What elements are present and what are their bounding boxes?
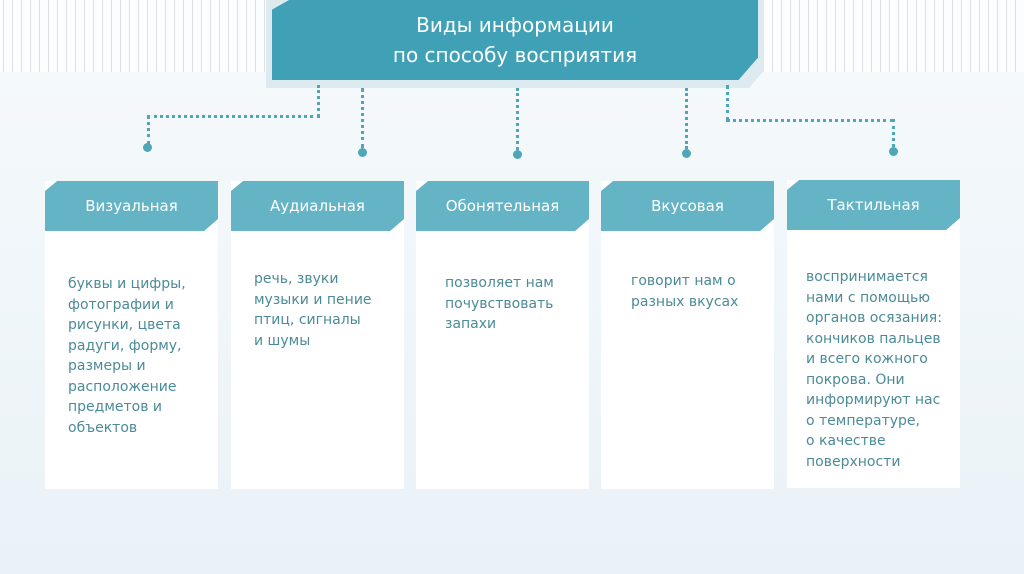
card-audial: Аудиальная речь, звуки музыки и пение пт… [231, 181, 404, 489]
title-line-2: по способу восприятия [392, 43, 638, 67]
card-header: Визуальная [45, 181, 218, 231]
connector [726, 119, 894, 122]
circuit-pattern-right [760, 0, 1024, 72]
card-header: Обонятельная [416, 181, 589, 231]
card-text: буквы и цифры, фотографии и рисунки, цве… [68, 276, 186, 436]
circuit-pattern-left [0, 0, 270, 72]
connector-dot [143, 143, 152, 152]
title-box: Виды информации по способу восприятия [272, 0, 758, 80]
card-tactile: Тактильная воспринимается нами с помощью… [787, 180, 960, 488]
card-text: говорит нам о разных вкусах [631, 273, 739, 310]
connector-dot [513, 150, 522, 159]
title-line-1: Виды информации [416, 13, 614, 37]
card-text: позволяет нам почувствовать запахи [445, 275, 554, 332]
card-header: Аудиальная [231, 181, 404, 231]
connector [892, 119, 895, 147]
connector-dot [889, 147, 898, 156]
connector [726, 85, 729, 121]
connector-dot [682, 149, 691, 158]
connector-dot [358, 148, 367, 157]
connector [147, 115, 320, 118]
card-header: Тактильная [787, 180, 960, 230]
card-visual: Визуальная буквы и цифры, фотографии и р… [45, 181, 218, 489]
connector [317, 85, 320, 117]
card-text: речь, звуки музыки и пение птиц, сигналы… [254, 271, 372, 349]
connector [361, 88, 364, 148]
card-olfactory: Обонятельная позволяет нам почувствовать… [416, 181, 589, 489]
card-gustatory: Вкусовая говорит нам о разных вкусах [601, 181, 774, 489]
connector [516, 88, 519, 150]
card-header: Вкусовая [601, 181, 774, 231]
card-text: воспринимается нами с помощью органов ос… [806, 269, 942, 470]
connector [685, 88, 688, 149]
connector [147, 115, 150, 145]
